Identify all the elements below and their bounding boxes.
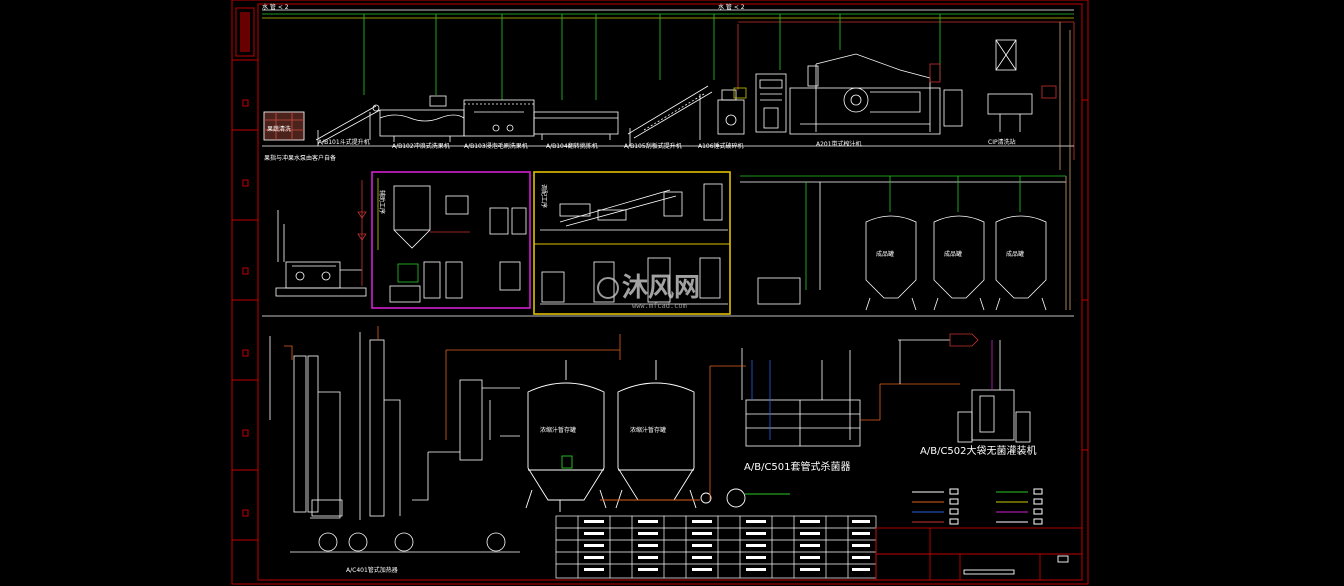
elevator-b101 [315, 104, 381, 146]
evaporator-a401-label: A/C401管式加热器 [346, 566, 398, 574]
equipment-table-cells [584, 520, 870, 571]
sorter-b104 [533, 111, 619, 140]
concentrate-tanks [525, 360, 790, 512]
elevator-b101-label: A/B101斗式提升机 [318, 138, 370, 146]
tank-group [865, 215, 1047, 311]
prep-box [533, 171, 731, 315]
tank-piping [262, 175, 1074, 317]
soaker-b103-label: A/B103浸泡毛刷洗果机 [464, 142, 528, 150]
right-trunk-lines [1059, 22, 1071, 310]
elevator-b105-label: A/B105刮板式提升机 [624, 142, 682, 150]
sterilizer-c501-label: A/B/C501套管式杀菌器 [744, 460, 851, 473]
brush-station-label: 果蔬清洗 [267, 125, 291, 133]
evaporator-a401 [290, 332, 520, 553]
prep-box-label: 调配工序 [540, 184, 548, 208]
filler-c502-label: A/B/C502大袋无菌灌装机 [920, 444, 1037, 457]
big-tank-2-label: 浓缩汁暂存罐 [630, 426, 666, 434]
tank-a-label: 成品罐 [876, 250, 894, 258]
watermark-sub: www.mfcad.com [632, 302, 687, 310]
auxiliary-equipment [377, 178, 527, 303]
crusher-a106 [717, 87, 747, 135]
title-block [875, 527, 1083, 581]
steam-drops-line1 [363, 14, 941, 100]
prep-equipment [540, 183, 728, 305]
brush-station [263, 111, 305, 141]
evaporator-piping [269, 326, 621, 440]
utility-header-lines: 水 管 < 2 水 管 < 2 [262, 3, 1075, 160]
washer-b102-label: A/B102冲浪式洗果机 [392, 142, 450, 150]
big-tank-1-label: 浓缩汁暂存罐 [540, 426, 576, 434]
auxiliary-box [371, 171, 531, 309]
equipment-table [555, 515, 877, 579]
svg-text:水 管 < 2: 水 管 < 2 [262, 3, 289, 11]
cip-station-label: CIP清洗站 [988, 138, 1016, 146]
tank-b-label: 成品罐 [944, 250, 962, 258]
crusher-a106-label: A106锤式破碎机 [698, 142, 744, 150]
drawing-frame [231, 0, 1089, 585]
filler-c502 [898, 333, 1031, 443]
feed-pump-skid [275, 180, 367, 297]
left-notes-block [235, 7, 255, 517]
watermark-main: 沐风网 [622, 273, 700, 303]
auxiliary-box-label: 辅助工序 [378, 190, 386, 214]
pipe-legend [912, 488, 1043, 525]
pulper-a201-label: A201带式榨汁机 [816, 140, 862, 148]
elevator-b105 [627, 85, 713, 146]
control-cabinet [755, 73, 787, 133]
pulper-a201 [789, 53, 941, 135]
watermark: 沐风网 www.mfcad.com [597, 273, 700, 310]
soaker-b103 [463, 99, 535, 137]
svg-text:水 管 < 2: 水 管 < 2 [718, 3, 745, 11]
sorter-b104-label: A/B104翻转挑拣机 [546, 142, 598, 150]
washer-b102 [379, 95, 465, 142]
storage-note: 果指与冲果水泵由客户自备 [264, 154, 336, 162]
sterilizer-c501 [709, 348, 960, 500]
tank-c-label: 成品罐 [1006, 250, 1024, 258]
cip-station [943, 39, 1057, 132]
